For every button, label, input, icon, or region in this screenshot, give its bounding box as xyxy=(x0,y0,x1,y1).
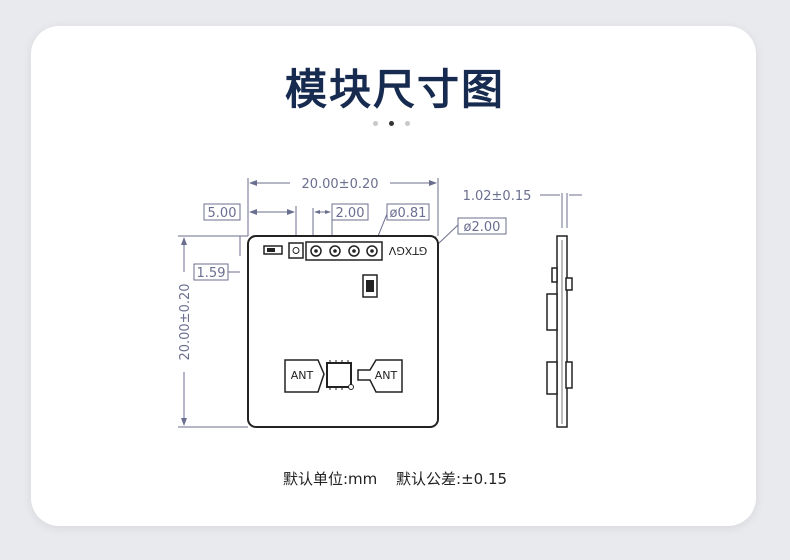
pcb-top-view: GTXGV ANT ANT xyxy=(247,235,439,428)
thickness-dimension: 1.02±0.15 xyxy=(463,189,532,204)
height-dimension: 20.00±0.20 xyxy=(178,283,193,360)
default-tolerance-note: 默认公差:±0.15 xyxy=(396,470,508,488)
hole-diameter-dimension: ø2.00 xyxy=(464,220,501,235)
footer-notes: 默认单位:mm 默认公差:±0.15 xyxy=(0,468,790,489)
antenna-label-right: ANT xyxy=(375,369,398,382)
pin-pitch-dimension: 2.00 xyxy=(336,206,365,221)
pin-diameter-dimension: ø0.81 xyxy=(390,206,427,221)
page-title: 模块尺寸图 xyxy=(284,65,505,114)
pin-silkscreen-label: GTXGV xyxy=(388,244,427,257)
pcb-side-view xyxy=(546,235,573,428)
carousel-indicator xyxy=(370,121,420,129)
edge-offset-dimension: 1.59 xyxy=(197,266,226,281)
carousel-dot-active[interactable] xyxy=(389,121,394,126)
carousel-dot[interactable] xyxy=(405,121,410,126)
antenna-label-left: ANT xyxy=(291,369,314,382)
default-unit-note: 默认单位:mm xyxy=(282,470,378,488)
width-dimension: 20.00±0.20 xyxy=(301,177,378,192)
left-offset-dimension: 5.00 xyxy=(208,206,237,221)
carousel-dot[interactable] xyxy=(373,121,378,126)
